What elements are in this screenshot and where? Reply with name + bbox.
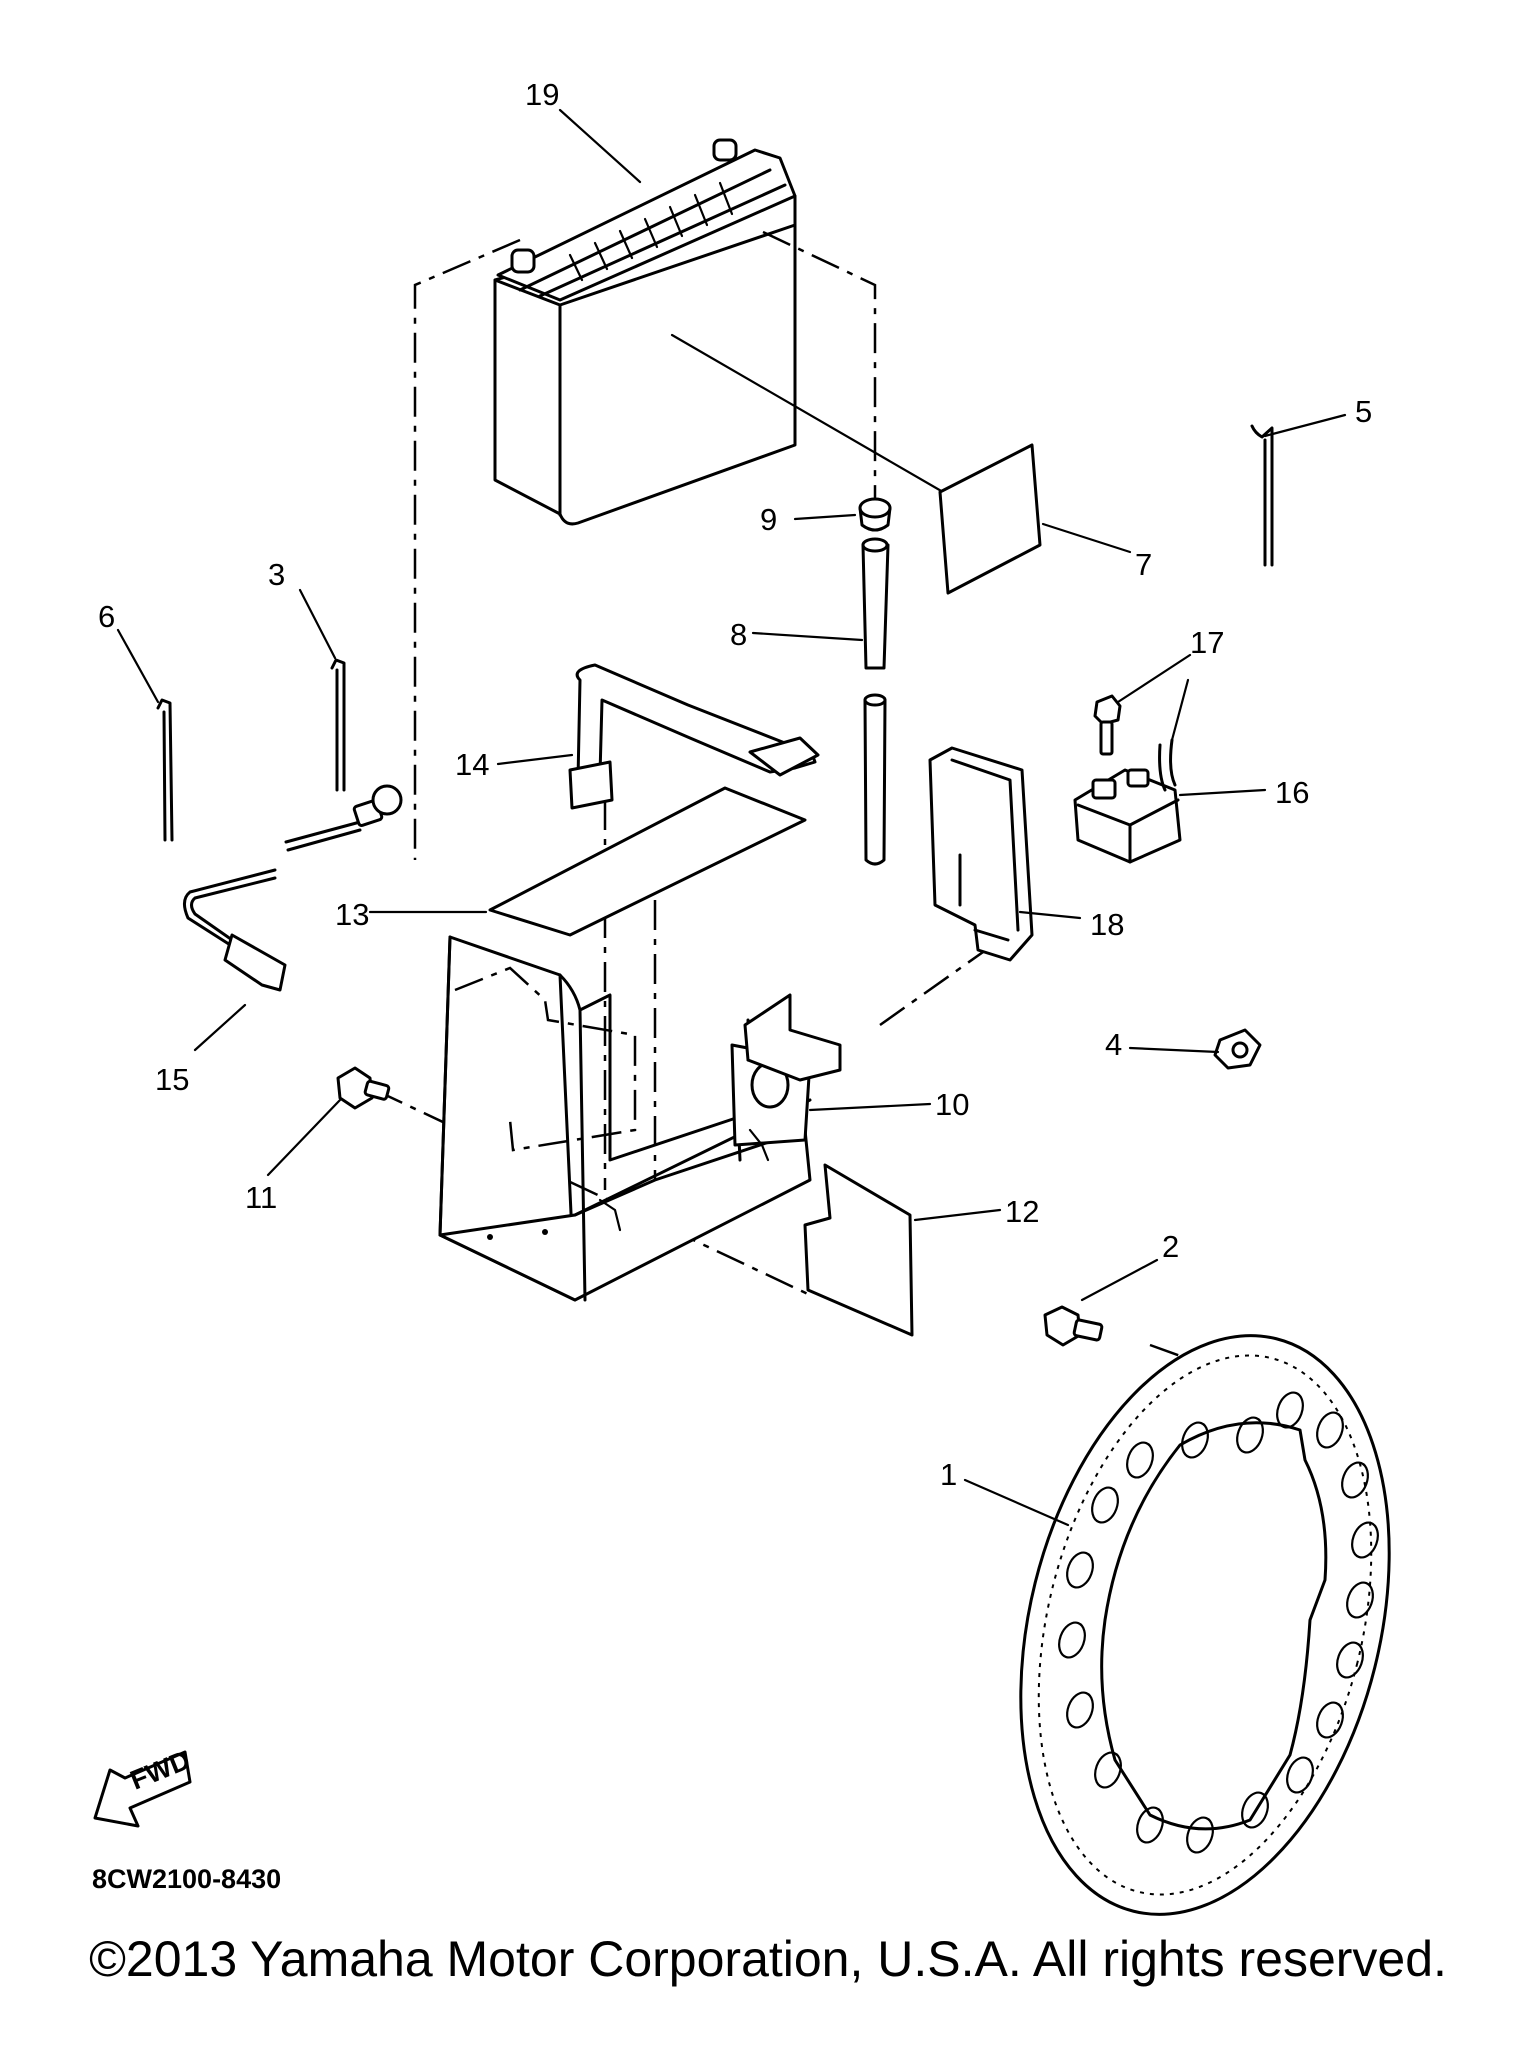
cap-part-9[interactable] xyxy=(858,497,892,532)
hose-part-8[interactable] xyxy=(861,537,890,866)
label-part-12: 12 xyxy=(1005,1194,1039,1229)
label-part-16: 16 xyxy=(1275,775,1309,810)
bolt-part-11[interactable] xyxy=(336,1066,391,1110)
battery-case-part-10[interactable] xyxy=(438,935,842,1302)
battery-part-19[interactable] xyxy=(493,138,945,526)
label-part-10: 10 xyxy=(935,1087,969,1122)
label-part-2: 2 xyxy=(1162,1229,1179,1264)
label-part-1: 1 xyxy=(940,1457,957,1492)
fwd-arrow-icon: FWD xyxy=(93,1745,194,1828)
label-part-4: 4 xyxy=(1105,1027,1122,1062)
label-part-5: 5 xyxy=(1355,394,1372,429)
label-part-7: 7 xyxy=(1135,547,1152,582)
label-part-15: 15 xyxy=(155,1062,189,1097)
relay-part-16[interactable] xyxy=(1073,678,1190,864)
label-part-3: 3 xyxy=(268,557,285,592)
pin-part-5[interactable] xyxy=(1250,424,1274,567)
label-part-6: 6 xyxy=(98,599,115,634)
bolt-part-17[interactable] xyxy=(1093,694,1122,756)
label-part-9: 9 xyxy=(760,502,777,537)
clamp-part-4[interactable] xyxy=(1213,1028,1262,1070)
label-part-8: 8 xyxy=(730,617,747,652)
leader-lines xyxy=(116,108,1347,1527)
copyright-notice: ©2013 Yamaha Motor Corporation, U.S.A. A… xyxy=(89,1931,1447,1987)
rotor-part-1[interactable] xyxy=(964,1296,1446,1953)
label-part-18: 18 xyxy=(1090,907,1124,942)
battery-band-part-14[interactable] xyxy=(568,663,820,810)
label-part-19: 19 xyxy=(525,77,559,112)
label-part-17: 17 xyxy=(1190,625,1224,660)
pad-part-13[interactable] xyxy=(488,786,807,937)
cable-tie-part-3[interactable] xyxy=(330,658,346,792)
bolt-part-2[interactable] xyxy=(1043,1305,1104,1347)
pad-part-7[interactable] xyxy=(938,443,1042,595)
label-part-13: 13 xyxy=(335,897,369,932)
label-part-11: 11 xyxy=(245,1180,277,1215)
plate-part-12[interactable] xyxy=(803,1163,914,1337)
label-part-14: 14 xyxy=(455,747,489,782)
drawing-code: 8CW2100-8430 xyxy=(92,1864,281,1894)
cover-part-18[interactable] xyxy=(928,746,1034,962)
cable-tie-part-6[interactable] xyxy=(156,698,174,842)
part-number-labels: 1 2 3 4 5 6 7 8 9 10 11 12 13 14 15 16 1… xyxy=(98,77,1372,1492)
lead-wire-part-15[interactable] xyxy=(183,784,403,992)
